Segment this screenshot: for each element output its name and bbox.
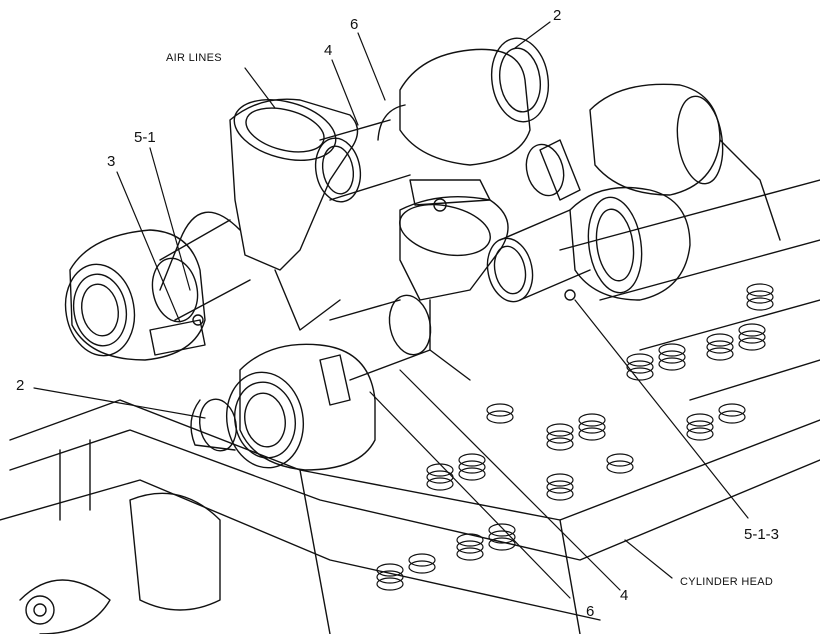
label-5-1-3: 5-1-3 [744, 526, 780, 543]
leader-6-top [357, 32, 386, 101]
leader-5-1-3 [574, 299, 749, 519]
label-6-top: 6 [350, 16, 359, 33]
air-lines-housing [159, 98, 509, 381]
leader-cylinder-head [624, 539, 673, 579]
air-pipes [151, 119, 591, 381]
turbocharger-lower [190, 343, 376, 471]
leader-air-lines [244, 67, 276, 109]
leader-6-bottom [369, 391, 571, 599]
leader-4-top [331, 59, 359, 126]
leader-2-left [33, 387, 206, 419]
label-air-lines: AIR LINES [166, 52, 222, 64]
label-5-1: 5-1 [134, 129, 156, 146]
leader-2-top [514, 21, 551, 49]
leader-4-bottom [399, 369, 621, 591]
leader-lines [33, 21, 749, 599]
label-3: 3 [107, 153, 116, 170]
leader-5-1 [149, 147, 191, 291]
label-cylinder-head: CYLINDER HEAD [680, 576, 774, 588]
turbocharger-left [64, 229, 206, 361]
cylinder-head-block [0, 179, 820, 634]
leader-3 [116, 171, 181, 323]
label-2-left: 2 [16, 377, 25, 394]
turbocharger-upper [377, 37, 550, 212]
label-2-top: 2 [553, 7, 562, 24]
valve-springs [376, 283, 774, 591]
label-4-bottom: 4 [620, 587, 629, 604]
label-4-top: 4 [324, 42, 333, 59]
turbocharger-right-upper [589, 83, 781, 241]
label-6-bottom: 6 [586, 603, 595, 620]
turbocharger-right-mid [564, 186, 691, 301]
